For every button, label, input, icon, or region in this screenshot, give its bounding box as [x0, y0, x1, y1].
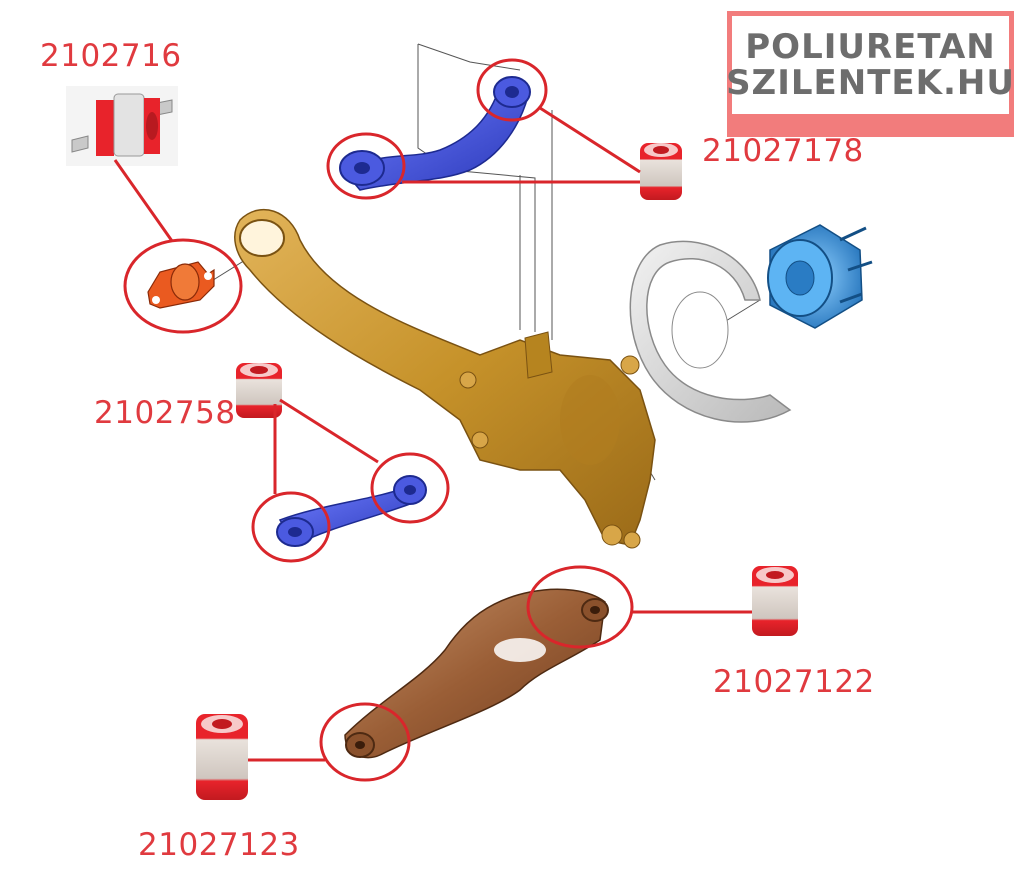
callouts: [113, 58, 752, 782]
upper-control-arm: [339, 76, 531, 191]
callout-circle-lower-arm-inner: [319, 702, 411, 782]
part-number-2102716: 2102716: [40, 38, 182, 74]
callout-circle-toe-link-outer: [370, 452, 450, 524]
brand-logo-panel: POLIURETAN SZILENTEK.HU: [726, 16, 1014, 114]
trailing-arm-and-knuckle: [234, 209, 656, 549]
brand-logo: POLIURETAN SZILENTEK.HU: [726, 11, 1014, 137]
trailing-arm-bushing-part: [147, 261, 215, 309]
callout-circle-lower-arm-outer: [526, 565, 634, 649]
part-number-21027122: 21027122: [713, 664, 875, 700]
toe-link: [276, 475, 427, 547]
callout-circle-trailing-arm: [123, 238, 243, 334]
part-number-21027123: 21027123: [138, 827, 300, 863]
callout-circle-toe-link-inner: [251, 491, 331, 563]
brake-dust-shield: [629, 240, 792, 423]
wheel-hub: [767, 224, 873, 329]
logo-line-1: POLIURETAN: [745, 27, 996, 67]
bushing-21027122: [752, 566, 798, 636]
logo-line-2: SZILENTEK.HU: [726, 63, 1015, 103]
bushing-21027178: [640, 143, 682, 200]
bushing-2102758: [236, 363, 282, 418]
trailing-bushing-photo: [66, 86, 178, 166]
callout-circle-upper-arm-inner: [326, 132, 406, 200]
part-number-2102758: 2102758: [94, 395, 236, 431]
part-number-21027178: 21027178: [702, 133, 864, 169]
bushing-21027123: [196, 714, 248, 800]
callout-circle-upper-arm-outer: [476, 58, 548, 122]
lower-control-arm: [344, 588, 609, 759]
